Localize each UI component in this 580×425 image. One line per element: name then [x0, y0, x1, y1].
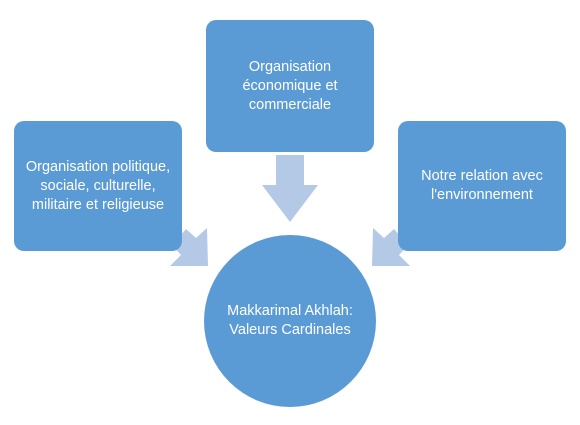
- arrow-top-to-center: [262, 155, 318, 222]
- node-label: Organisation économique et commerciale: [242, 58, 338, 113]
- node-label: Makkarimal Akhlah: Valeurs Cardinales: [227, 303, 353, 338]
- node-political-social-organisation: Organisation politique, sociale, culture…: [14, 121, 182, 251]
- node-economic-commercial-organisation: Organisation économique et commerciale: [206, 20, 374, 152]
- node-label: Organisation politique, sociale, culture…: [25, 158, 171, 213]
- node-environment-relation: Notre relation avec l'environnement: [398, 121, 566, 251]
- node-cardinal-values: Makkarimal Akhlah: Valeurs Cardinales: [204, 235, 376, 407]
- node-label: Notre relation avec l'environnement: [421, 168, 543, 203]
